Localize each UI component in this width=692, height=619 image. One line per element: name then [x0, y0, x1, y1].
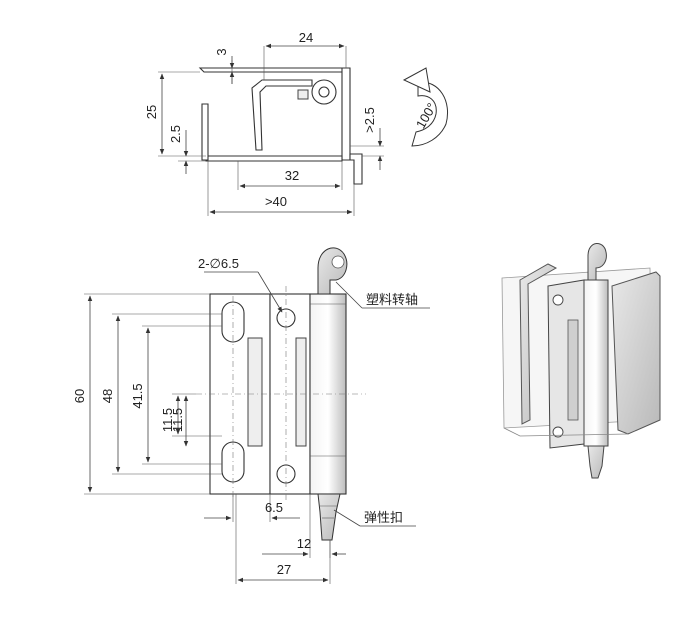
dim-24-label: 24 [299, 30, 313, 45]
top-view-right-lower-leaf [349, 153, 363, 185]
iso-left-frame [519, 263, 558, 425]
dim-gt-2-5-label: >2.5 [362, 107, 377, 133]
dim-27-label: 27 [277, 562, 291, 577]
dim-gt-40-label: >40 [265, 194, 287, 209]
front-view-spring-latch [317, 493, 341, 541]
front-view-window [295, 337, 307, 447]
front-view: 2-∅6.5 60 48 41.5 11.5 11.5 6.5 [72, 247, 430, 584]
isometric-view [501, 243, 661, 479]
dim-11-5a-label: 11.5 [160, 408, 175, 432]
dim-11-5b-label: 11.5 [170, 408, 185, 432]
top-view-right-leaf [341, 67, 351, 161]
front-view-pin-hook [317, 247, 348, 295]
label-plastic-pin: 塑料转轴 [366, 292, 418, 307]
dim-12-label: 12 [297, 536, 311, 551]
iso-spring-latch [587, 445, 605, 479]
rotation-arrow-icon [402, 67, 448, 147]
label-spring-latch: 弹性扣 [364, 510, 403, 525]
iso-left-leaf [547, 279, 585, 449]
iso-knuckle [583, 279, 609, 447]
dim-6-5-label: 6.5 [265, 500, 283, 515]
front-view-spine [247, 337, 263, 447]
iso-pin-hook [587, 243, 607, 281]
dim-32-label: 32 [285, 168, 299, 183]
top-view-upper-leaf [198, 67, 347, 73]
dim-41-5-label: 41.5 [130, 383, 145, 408]
top-view-pin [318, 86, 330, 98]
top-view-base-plate [205, 155, 343, 162]
hole-note-label: 2-∅6.5 [198, 256, 239, 271]
top-view: 3 24 25 2.5 >2.5 32 >40 [144, 30, 448, 216]
top-view-base-slot [237, 161, 343, 190]
dim-25-label: 25 [144, 105, 159, 119]
dim-3-label: 3 [214, 48, 229, 55]
top-view-left-flange [201, 103, 209, 161]
dim-60-label: 60 [72, 389, 87, 403]
top-view-hinge-arm [251, 79, 313, 151]
dim-48-label: 48 [100, 389, 115, 403]
dim-2-5-left-label: 2.5 [168, 125, 183, 143]
top-view-pin-cap [297, 89, 309, 100]
iso-right-frame [611, 271, 661, 435]
